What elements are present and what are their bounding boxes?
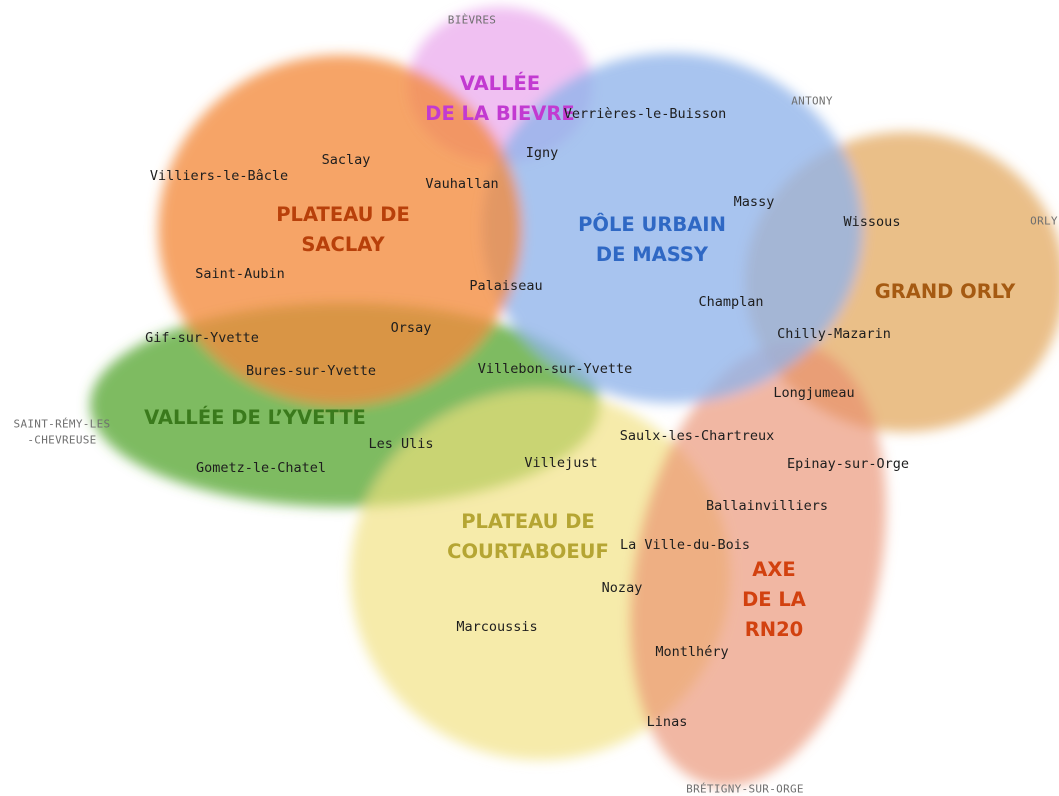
town-chilly-mazarin: Chilly-Mazarin: [777, 326, 891, 342]
zone-rn20-line2: DE LA: [742, 588, 806, 611]
zone-yvette-line1: VALLÉE DE L’YVETTE: [144, 406, 366, 429]
external-bievres: BIÈVRES: [447, 13, 497, 27]
town-vauhallan: Vauhallan: [425, 176, 499, 192]
town-palaiseau: Palaiseau: [469, 278, 543, 294]
external-antony: ANTONY: [791, 94, 833, 108]
zone-rn20-line3: RN20: [744, 618, 804, 641]
town-saulx-les-chartreux: Saulx-les-Chartreux: [619, 428, 775, 444]
town-wissous: Wissous: [843, 214, 901, 230]
zone-saclay-area: [158, 55, 522, 405]
town-orsay: Orsay: [390, 320, 432, 336]
town-massy: Massy: [733, 194, 775, 210]
town-villejust: Villejust: [524, 455, 598, 471]
town-saint-aubin: Saint-Aubin: [195, 266, 285, 282]
zone-bievre-line1: VALLÉE: [459, 72, 541, 95]
town-la-ville-du-bois: La Ville-du-Bois: [619, 537, 751, 553]
zone-rn20-area: [629, 343, 887, 787]
town-linas: Linas: [646, 714, 688, 730]
town-gif-sur-yvette: Gif-sur-Yvette: [145, 330, 259, 346]
zone-rn20-line1: AXE: [752, 558, 796, 581]
zone-yvette-label: VALLÉE DE L’YVETTE: [144, 403, 366, 433]
zone-orly-label: GRAND ORLY: [875, 277, 1016, 307]
town-villebon-sur-yvette: Villebon-sur-Yvette: [477, 361, 633, 377]
external-orly: ORLY: [1030, 214, 1058, 228]
town-epinay-sur-orge: Epinay-sur-Orge: [787, 456, 909, 472]
zone-saclay-line2: SACLAY: [301, 233, 385, 256]
town-ballainvilliers: Ballainvilliers: [706, 498, 828, 514]
zone-courtaboeuf-line2: COURTABOEUF: [447, 540, 609, 563]
zone-massy-area: [482, 53, 862, 403]
external-saint-remy-line2: -CHEVREUSE: [27, 433, 97, 447]
zone-bievre-line2: DE LA BIEVRE: [425, 102, 575, 125]
town-marcoussis: Marcoussis: [456, 619, 538, 635]
zone-orly-line1: GRAND ORLY: [874, 280, 1016, 303]
town-gometz-le-chatel: Gometz-le-Chatel: [195, 460, 327, 476]
town-longjumeau: Longjumeau: [773, 385, 855, 401]
town-bures-sur-yvette: Bures-sur-Yvette: [245, 363, 377, 379]
external-saint-remy-line1: SAINT-RÉMY-LES: [13, 417, 111, 431]
zone-courtaboeuf-label: PLATEAU DE COURTABOEUF: [447, 507, 609, 567]
town-villiers-le-bacle: Villiers-le-Bâcle: [149, 168, 289, 184]
town-les-ulis: Les Ulis: [368, 436, 434, 452]
town-igny: Igny: [525, 145, 559, 161]
town-verrieres-le-buisson: Verrières-le-Buisson: [563, 106, 727, 122]
zone-massy-label: PÔLE URBAIN DE MASSY: [578, 210, 726, 270]
zone-massy-line1: PÔLE URBAIN: [578, 213, 726, 236]
town-champlan: Champlan: [698, 294, 764, 310]
zone-massy-line2: DE MASSY: [595, 243, 709, 266]
zone-courtaboeuf-line1: PLATEAU DE: [461, 510, 595, 533]
town-montlhery: Montlhéry: [655, 644, 729, 660]
zone-saclay-line1: PLATEAU DE: [276, 203, 410, 226]
zone-rn20-label: AXE DE LA RN20: [742, 555, 806, 645]
town-saclay: Saclay: [321, 152, 371, 168]
zone-bievre-label: VALLÉE DE LA BIEVRE: [425, 69, 574, 129]
external-bretigny-sur-orge: BRÉTIGNY-SUR-ORGE: [686, 782, 804, 796]
zone-saclay-label: PLATEAU DE SACLAY: [276, 200, 410, 260]
town-nozay: Nozay: [601, 580, 643, 596]
